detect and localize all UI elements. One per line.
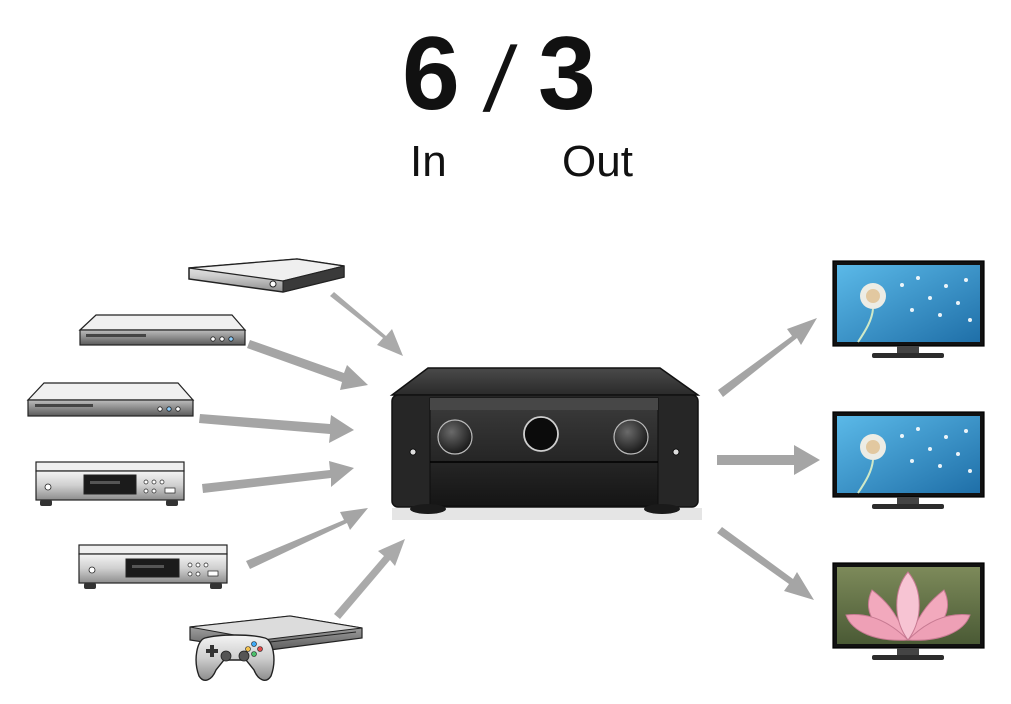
- inputs-count: 6: [402, 16, 460, 132]
- arrow-from-tuner: [246, 508, 368, 569]
- blu-ray-player-icon: [78, 314, 247, 346]
- game-console-icon: [189, 615, 363, 681]
- arrow-from-blu-ray: [247, 340, 368, 390]
- arrow-from-dvd: [199, 414, 354, 443]
- tuner-player-icon: [78, 544, 228, 589]
- arrow-from-streaming-box: [330, 292, 403, 356]
- input-arrows: [199, 292, 405, 619]
- arrow-to-tv-middle: [717, 445, 820, 475]
- arrow-to-tv-top: [718, 318, 817, 397]
- outputs-label: Out: [562, 137, 633, 186]
- tv-dandelion-top-icon: [832, 260, 985, 358]
- arrow-to-tv-bottom: [717, 527, 814, 600]
- outputs-count: 3: [538, 16, 596, 132]
- inputs-label: In: [410, 137, 447, 186]
- arrow-from-game-console: [334, 539, 405, 619]
- arrow-from-cd: [202, 461, 354, 493]
- streaming-media-box-icon: [188, 258, 345, 293]
- dvd-player-icon: [26, 382, 195, 417]
- cd-player-icon: [35, 461, 185, 506]
- tv-dandelion-middle-icon: [832, 411, 985, 509]
- tv-lotus-bottom-icon: [832, 562, 985, 660]
- headline: 6 / 3 In Out: [0, 0, 1011, 200]
- av-receiver-icon: [389, 367, 702, 520]
- output-arrows: [717, 318, 820, 600]
